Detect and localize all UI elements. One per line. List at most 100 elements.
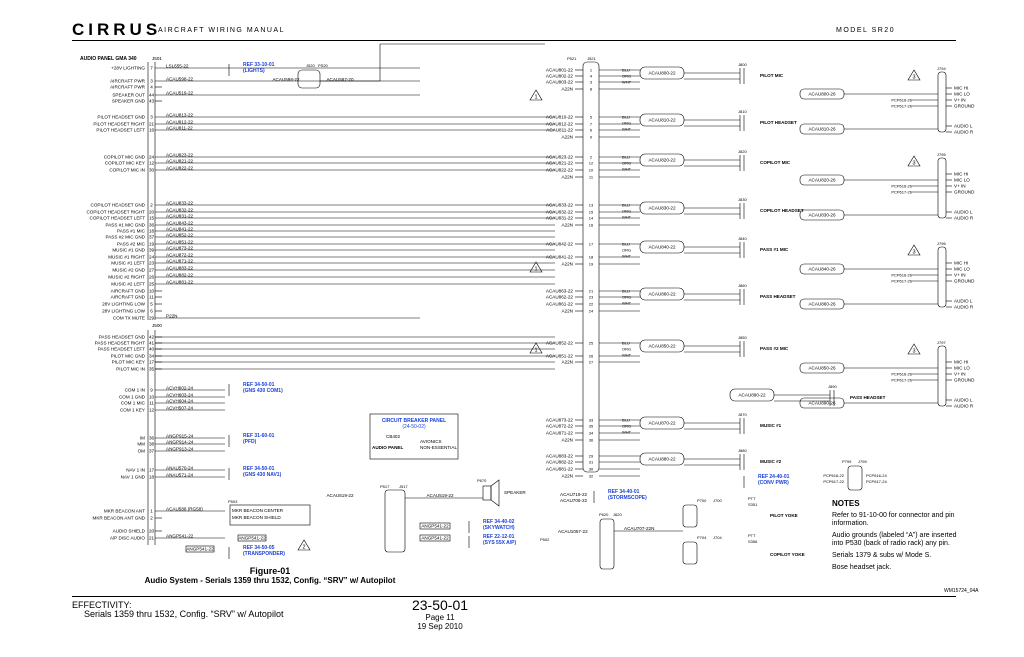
jack-cable-label: ACAU810-22 — [648, 118, 676, 123]
pin-name: AIRCRAFT PWR — [110, 85, 146, 90]
note-3-triangle — [907, 155, 921, 167]
wire-label: ACAU881-22 — [166, 279, 194, 284]
breaker-ref: (24-50-02) — [402, 424, 426, 430]
wire-color: ORG — [622, 248, 631, 253]
bose-pin-label: AUDIO L — [954, 124, 973, 129]
pin-name: COM TX MUTE — [113, 316, 145, 321]
pin-name: COPILOT HEADSET LEFT — [90, 216, 146, 221]
wire-color: ORG — [622, 295, 631, 300]
connector-label: P502 — [540, 537, 550, 542]
wire-color: ORG — [622, 347, 631, 352]
pin-name: A/P DISC AUDIO — [110, 536, 146, 541]
pin-name: PASS HEADSET LEFT — [98, 347, 146, 352]
pin-name: MUSIC #2 GND — [112, 268, 145, 273]
connector-label: P704 — [697, 535, 707, 540]
pin-number: 12 — [149, 408, 155, 413]
wire-label: ACAU851-22 — [166, 239, 194, 244]
wire-callout — [419, 522, 451, 530]
p521-wire-label: A22N — [562, 87, 574, 92]
wire-label: ACAU872-22 — [166, 252, 194, 257]
connector-p620 — [599, 518, 615, 570]
breaker-cb: CB402 — [386, 434, 400, 439]
note-item: Audio grounds (labeled “A”) are inserted… — [832, 532, 957, 547]
ptt-label: PTT — [748, 496, 756, 501]
jack-cable-label: ACAU860-22 — [648, 292, 676, 297]
connector-label: J704 — [713, 535, 722, 540]
wire-color: WHT — [622, 167, 632, 172]
connector-label: J517 — [399, 484, 408, 489]
bose-pin-label: MIC LO — [954, 366, 970, 371]
wire-callout — [419, 534, 451, 542]
pin-number: 17 — [149, 468, 155, 473]
p521-pin: 23 — [589, 295, 594, 300]
wire-color: WHT — [622, 215, 632, 220]
p521-pin: 30 — [589, 467, 594, 472]
pin-number: 34 — [149, 354, 155, 359]
pin-name: COM 1 MIC — [121, 401, 146, 406]
connector-label: P503 — [228, 499, 238, 504]
bose-pin-label: AUDIO R — [954, 404, 974, 409]
pin-number: 36 — [149, 436, 155, 441]
p521-pin: 36 — [589, 438, 594, 443]
bose-jack-id: J794 — [937, 66, 946, 71]
wire-color: BLU — [622, 242, 630, 247]
p521-wire-label: A22N — [562, 262, 574, 267]
p521-wire-label: ACAU812-22 — [546, 122, 574, 127]
jack-id: J810 — [738, 109, 747, 114]
pin-name: PASS #2 MIC GND — [106, 235, 146, 240]
pin-number: 10 — [149, 395, 155, 400]
pin-number: 40 — [149, 347, 155, 352]
connector-label: J521 — [587, 56, 596, 61]
circuit-breaker-panel — [369, 413, 459, 460]
connector-p799 — [847, 465, 863, 491]
bose-jack — [937, 345, 947, 407]
jack-id: J820 — [738, 149, 747, 154]
marker-label: MKR BEACON SHIELD — [232, 515, 281, 520]
pin-name: PILOT MIC GND — [111, 354, 146, 359]
bose-jack-id: J795 — [937, 152, 946, 157]
bose-pin-label: AUDIO L — [954, 398, 973, 403]
p521-wire-label: ACAU801-22 — [546, 68, 574, 73]
bose-pin-label: MIC LO — [954, 178, 970, 183]
note-triangle-number: 1 — [534, 267, 537, 273]
bose-cable-label: ACAU820-26 — [808, 178, 836, 183]
pin-number: 11 — [149, 295, 154, 300]
pin-number: 19 — [149, 242, 155, 247]
wire-label: ACAU706-22 — [560, 498, 588, 503]
pin-number: 30 — [149, 168, 155, 173]
p521-pin: 34 — [589, 431, 594, 436]
p521-pin: 22 — [589, 302, 594, 307]
bose-pin-label: AUDIO L — [954, 299, 973, 304]
note-triangle-number: 3 — [912, 75, 915, 81]
bose-pin-label: V+ IN — [954, 273, 966, 278]
section-number: 23-50-01 — [411, 597, 469, 613]
note-1-triangle — [529, 89, 543, 101]
p521-pin: 8 — [590, 87, 593, 92]
p521-wire-label: ACAU882-22 — [546, 460, 574, 465]
page-date: 19 Sep 2010 — [417, 622, 463, 631]
note-item: Serials 1379 & subs w/ Mode S. — [832, 552, 932, 559]
bose-pin-label: AUDIO L — [954, 210, 973, 215]
pin-number: 2 — [150, 203, 153, 208]
wire-label: ACAU1057-22 — [558, 529, 588, 534]
wire-label: P22N — [166, 313, 178, 318]
bose-cable-label: ACAU830-26 — [808, 213, 836, 218]
bose-jack — [937, 246, 947, 308]
pin-number: 42 — [149, 335, 155, 340]
pin-number: 20 — [149, 529, 155, 534]
p521-wire-label: ACAU841-22 — [546, 255, 574, 260]
wire-label: ANGP915-24 — [166, 433, 194, 438]
pin-number: 15 — [149, 216, 155, 221]
wire-color: WHT — [622, 254, 632, 259]
wire-label: ANGP541-22 — [186, 547, 214, 552]
switch-label: S351 — [748, 502, 758, 507]
figure-number: Figure-01 — [249, 566, 291, 576]
pin-name: MKR BEACON ANT GND — [93, 516, 146, 521]
wire-color: WHT — [622, 353, 632, 358]
pin-number: 6 — [150, 309, 153, 314]
note-triangle-number: 1 — [534, 95, 537, 101]
pin-number: 11 — [149, 401, 154, 406]
reference-desc: (STORMSCOPE) — [608, 495, 647, 501]
wire-label: ACAU832-22 — [166, 207, 194, 212]
